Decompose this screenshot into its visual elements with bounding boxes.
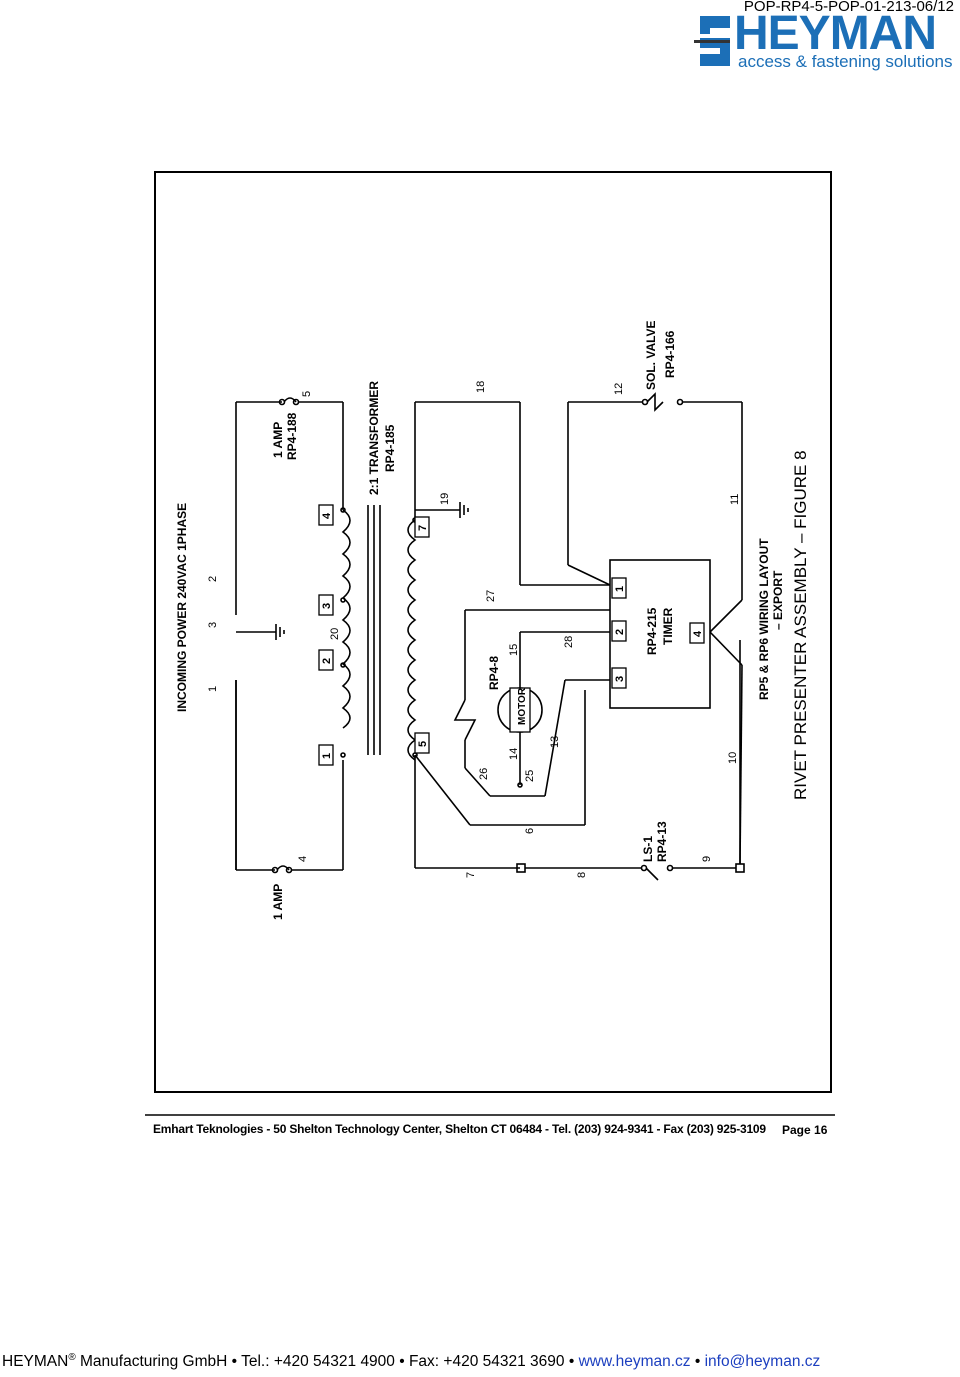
wire-number: 1 — [207, 686, 219, 692]
transformer-part: RP4-185 — [383, 424, 397, 472]
footer-contact: Manufacturing GmbH • Tel.: +420 54321 49… — [75, 1353, 579, 1371]
document-code: POP-RP4-5-POP-01-213-06/12 — [743, 0, 954, 15]
wire-number: 2 — [207, 576, 219, 582]
timer-terminal: 4 — [692, 630, 704, 637]
page-number: Page 16 — [782, 1123, 828, 1137]
incoming-power-label: INCOMING POWER 240VAC 1PHASE — [175, 503, 189, 712]
wire-number: 19 — [439, 493, 451, 505]
fuse-top-label: 1 AMP — [271, 422, 285, 458]
logo-tagline: access & fastening solutions — [738, 52, 953, 71]
wire-number: 12 — [613, 383, 625, 395]
transformer-label: 2:1 TRANSFORMER — [367, 381, 381, 495]
limit-switch-label: LS-1 — [641, 836, 655, 862]
sol-valve-label: SOL. VALVE — [644, 320, 658, 390]
export-label: – EXPORT — [771, 570, 785, 630]
wire-number: 14 — [508, 748, 520, 760]
wire-number: 18 — [475, 381, 487, 393]
logo-wordmark: HEYMAN — [734, 7, 937, 60]
wire-number: 8 — [576, 872, 588, 878]
wire-number: 6 — [524, 828, 536, 834]
terminal-number: 7 — [417, 525, 429, 531]
registered-mark: ® — [68, 1352, 76, 1363]
fuse-top-part: RP4-188 — [285, 412, 299, 460]
footer-website-link[interactable]: www.heyman.cz — [578, 1353, 691, 1371]
wiring-layout-label: RP5 & RP6 WIRING LAYOUT — [757, 538, 771, 700]
wire-number: 13 — [549, 736, 561, 748]
footer-company: HEYMAN — [2, 1353, 69, 1371]
timer-terminal: 3 — [614, 676, 626, 682]
figure-title: RIVET PRESENTER ASSEMBLY – FIGURE 8 — [791, 450, 810, 800]
wire-number: 7 — [465, 872, 477, 878]
wire-number: 28 — [563, 636, 575, 648]
wire-number: 26 — [478, 768, 490, 780]
heyman-logo-mark-icon — [694, 16, 730, 66]
wire-number: 9 — [701, 856, 713, 862]
wire-number: 25 — [524, 770, 536, 782]
wire-number: 11 — [729, 494, 741, 505]
fuse-bottom-label: 1 AMP — [271, 884, 285, 920]
manufacturer-info: Emhart Teknologies - 50 Shelton Technolo… — [153, 1122, 766, 1136]
timer-terminal: 2 — [614, 629, 626, 635]
terminal-number: 5 — [417, 741, 429, 747]
sol-valve-part: RP4-166 — [663, 330, 677, 378]
heyman-logo: HEYMAN access & fastening solutions — [694, 7, 960, 72]
limit-switch-part: RP4-13 — [655, 821, 669, 862]
wire-number: 5 — [301, 391, 313, 397]
wire-number: 10 — [727, 752, 739, 764]
company-footer: HEYMAN® Manufacturing GmbH • Tel.: +420 … — [2, 1352, 820, 1371]
wire-number: 15 — [508, 644, 520, 656]
wire-number: 20 — [329, 628, 341, 640]
drawing-frame — [154, 171, 832, 1093]
timer-box — [609, 559, 711, 709]
footer-email-link[interactable]: info@heyman.cz — [704, 1353, 821, 1371]
timer-part: RP4-215 — [645, 607, 659, 655]
terminal-number: 1 — [321, 753, 333, 759]
motor-part: RP4-8 — [487, 656, 501, 690]
timer-terminal: 1 — [614, 586, 626, 592]
timer-label: TIMER — [661, 607, 675, 645]
wire-number: 4 — [297, 856, 309, 862]
terminal-number: 3 — [321, 603, 333, 609]
wire-number: 3 — [207, 622, 219, 628]
wire-number: 27 — [485, 590, 497, 602]
motor-label: MOTOR — [517, 687, 528, 725]
terminal-number: 2 — [321, 658, 333, 664]
terminal-number: 4 — [321, 512, 333, 519]
footer-separator: • — [690, 1353, 705, 1371]
